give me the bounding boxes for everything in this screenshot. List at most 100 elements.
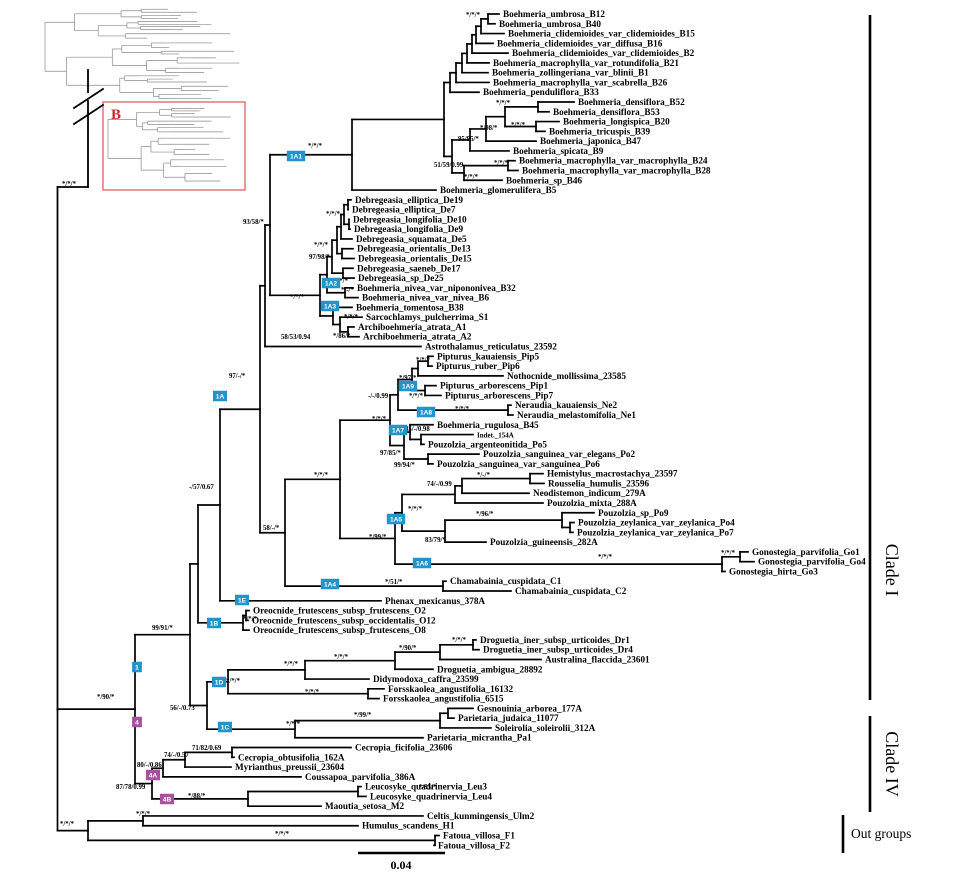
tip-label: Archiboehmeria_atrata_A2	[363, 332, 472, 342]
tip-label: Pouzolzia_zeylanica_var_zeylanica_Po4	[578, 518, 735, 528]
tip-label: Coussapoa_parvifolia_386A	[305, 772, 416, 782]
support-value: 97/-/*	[229, 373, 246, 380]
support-value: 80/-/0.86	[137, 762, 162, 769]
tip-label: Droguetia_ambigua_28892	[437, 664, 543, 674]
tip-label: Pouzolzia_sanguinea_var_sanguinea_Po6	[437, 459, 600, 469]
tip-label: Neodistemon_indicum_279A	[533, 488, 646, 498]
support-value: */96/*	[476, 511, 494, 518]
tip-label: Pouzolzia_sanguinea_var_elegans_Po2	[483, 449, 636, 459]
support-value: */*/*	[598, 554, 613, 561]
tip-label: Boehmeria_umbrosa_B40	[499, 19, 601, 29]
support-value: */88/*	[188, 793, 206, 800]
node-badge-label: 1B	[210, 621, 219, 628]
support-value: */99/*	[354, 712, 372, 719]
node-badge-label: 1A8	[420, 410, 432, 417]
support-value: */*/*	[226, 678, 241, 685]
tip-label: Debregeasia_squamata_De5	[356, 234, 467, 244]
tip-label: Maoutia_setosa_M2	[325, 801, 405, 811]
node-badge-box	[388, 424, 408, 436]
tip-label: Australina_flaccida_23601	[545, 654, 650, 664]
node-badge-box	[217, 721, 233, 733]
node-badge-box	[416, 406, 436, 418]
tip-labels: Boehmeria_umbrosa_B12Boehmeria_umbrosa_B…	[235, 9, 866, 850]
node-badge-box	[386, 513, 406, 525]
node-badge-box	[320, 300, 340, 312]
tip-label: Boehmeria_glomerulifera_B5	[440, 185, 557, 195]
support-value: 58/-/*	[263, 525, 280, 532]
tip-label: Oreocnide_frutescens_subsp_occidentalis_…	[252, 615, 436, 625]
node-badge-box	[234, 594, 250, 606]
tip-label: Boehmeria_penduliflora_B33	[483, 87, 599, 97]
tip-label: Pouzolzia_argenteonitida_Po5	[428, 439, 547, 449]
support-value: */*/*	[308, 143, 323, 150]
node-badge-box	[206, 617, 222, 629]
scale-bar-value: 0.04	[391, 858, 412, 872]
node-badge-label: 4	[135, 720, 139, 727]
tip-label: Droguetia_iner_subsp_urticoides_Dr4	[483, 645, 633, 655]
support-value: 83/79/*	[425, 537, 446, 544]
tip-label: Cecropia_ficifolia_23606	[355, 743, 453, 753]
support-value: */*/*	[496, 100, 511, 107]
tip-label: Boehmeria_macrophylla_var_scabrella_B26	[493, 77, 668, 87]
support-value: */*/*	[284, 661, 299, 668]
support-values: */*/**/*/**/98/**/*/*95/95/*51/59/0.99*/…	[60, 12, 736, 838]
node-badge-box	[159, 793, 175, 805]
support-value: */90/*	[97, 694, 115, 701]
support-value: */*/*	[243, 616, 258, 623]
break-slash-icon	[72, 103, 105, 126]
tip-label: Pouzolzia_mixta_288A	[547, 498, 637, 508]
support-value: 99/91/*	[152, 625, 173, 632]
support-value: 74/-/0.57	[164, 752, 189, 759]
support-value: */*/*	[290, 294, 305, 301]
tip-label: Pipturus_arborescens_Pip7	[445, 390, 553, 400]
node-badge-label: 1A	[216, 394, 225, 401]
tip-label: Forsskaolea_angustifolia_6515	[383, 694, 504, 704]
tip-label: Boehmeria_clidemioides_var_clidemioides_…	[512, 48, 695, 58]
node-badge-label: 1A5	[390, 517, 402, 524]
tip-label: Droguetia_iner_subsp_urticoides_Dr1	[480, 635, 630, 645]
tip-label: Boehmeria_tricuspis_B39	[549, 126, 650, 136]
support-value: */90/*	[399, 645, 417, 652]
node-badge-box	[398, 380, 418, 392]
tip-label: Boehmeria_densiflora_B52	[578, 97, 685, 107]
node-badge-label: 4B	[163, 797, 172, 804]
support-value: */*/*	[314, 472, 329, 479]
tip-label: Boehmeria_clidemioides_var_diffusa_B16	[497, 38, 663, 48]
support-value: */*/*	[275, 831, 290, 838]
branch-lines	[56, 13, 755, 847]
support-value: */*/*	[721, 550, 736, 557]
node-badge-label: 1A4	[324, 582, 336, 589]
inset-highlight-box	[102, 101, 246, 191]
tip-label: Boehmeria_tomentosa_B38	[356, 302, 464, 312]
support-value: */*/*	[372, 416, 387, 423]
break-slash-icon	[72, 87, 105, 110]
tip-label: Soleirolia_soleirolii_312A	[495, 723, 596, 733]
tip-label: Parietaria_micrantha_Pa1	[427, 733, 532, 743]
node-badge-box	[132, 716, 142, 728]
support-value: */*/*	[409, 393, 424, 400]
support-value: */*/*	[455, 406, 470, 413]
node-badge-box	[132, 661, 142, 673]
tip-label: Astrothalamus_reticulatus_23592	[425, 342, 557, 352]
tip-label: Boehmeria_clidemioides_var_clidemioides_…	[508, 29, 695, 39]
inset-tree-upper	[44, 8, 240, 99]
tip-label: Indet._154A	[477, 432, 514, 440]
outgroups-label: Out groups	[851, 826, 911, 841]
clade-i-label: Clade I	[882, 544, 902, 596]
support-value: -/-/0.99	[368, 393, 389, 400]
support-value: */51/*	[385, 579, 403, 586]
tip-label: Boehmeria_spicata_B9	[513, 146, 604, 156]
tip-label: Debregeasia_longifolia_De10	[353, 214, 467, 224]
tip-label: Boehmeria_umbrosa_B12	[503, 9, 605, 19]
support-value: */98/*	[480, 125, 498, 132]
tip-label: Gonostegia_parvifolia_Go4	[758, 557, 866, 567]
tip-label: Boehmeria_nivea_var_nipononivea_B32	[357, 283, 516, 293]
inset-tree-lower	[107, 108, 231, 182]
node-badge-label: 1A6	[416, 561, 428, 568]
tip-label: Gesnouinia_arborea_177A	[477, 703, 582, 713]
tip-label: Boehmeria_sp_B46	[506, 175, 582, 185]
tip-label: Boehmeria_macrophylla_var_macrophylla_B2…	[522, 165, 711, 175]
trunk-break	[56, 69, 105, 711]
inset-label: B	[111, 107, 121, 123]
inset-overview-tree: B	[44, 8, 246, 191]
